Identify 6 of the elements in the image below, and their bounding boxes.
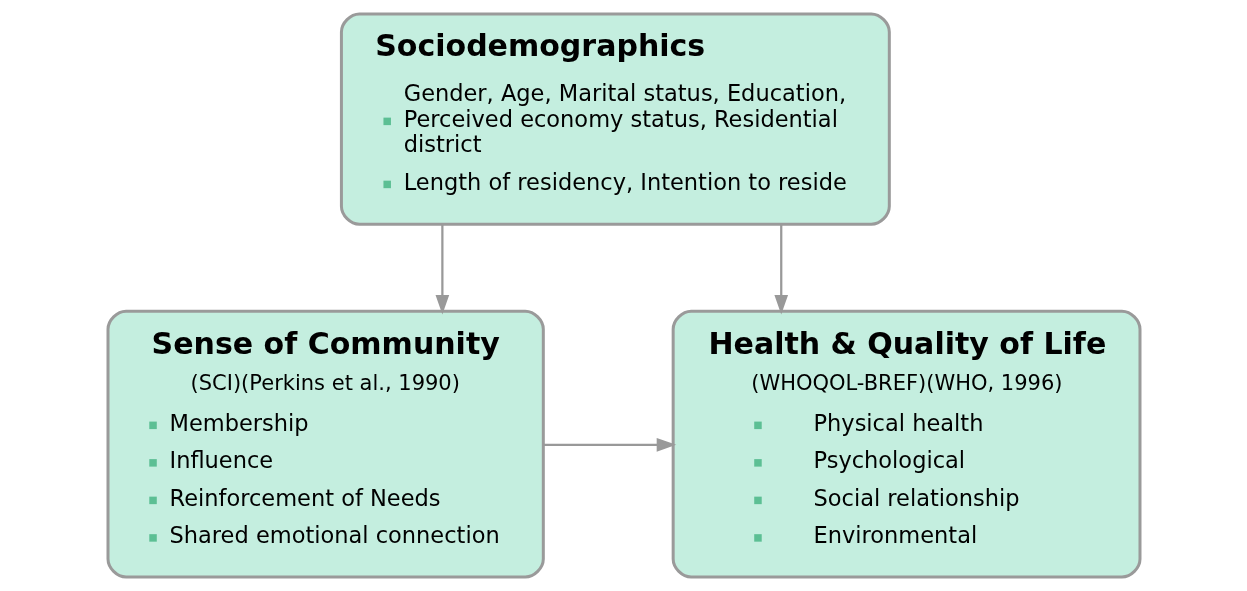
node-box: Sociodemographics Gender, Age, Marital status, Education, Perceived economy status, Residential district Length of residency, Intention to reside bbox=[339, 12, 891, 226]
arrow bbox=[773, 224, 788, 315]
arrow bbox=[435, 224, 449, 315]
arrow bbox=[543, 438, 676, 452]
node-box: Sense of Community (SCI)(Perkins et al., 1990) Membership Influence Reinforcement of Needs Shared emotional connection bbox=[106, 309, 545, 579]
node-box: Health & Quality of Life (WHOQOL-BREF)(WHO, 1996) Physical health Psychological Social relationship Environmental bbox=[671, 309, 1141, 579]
